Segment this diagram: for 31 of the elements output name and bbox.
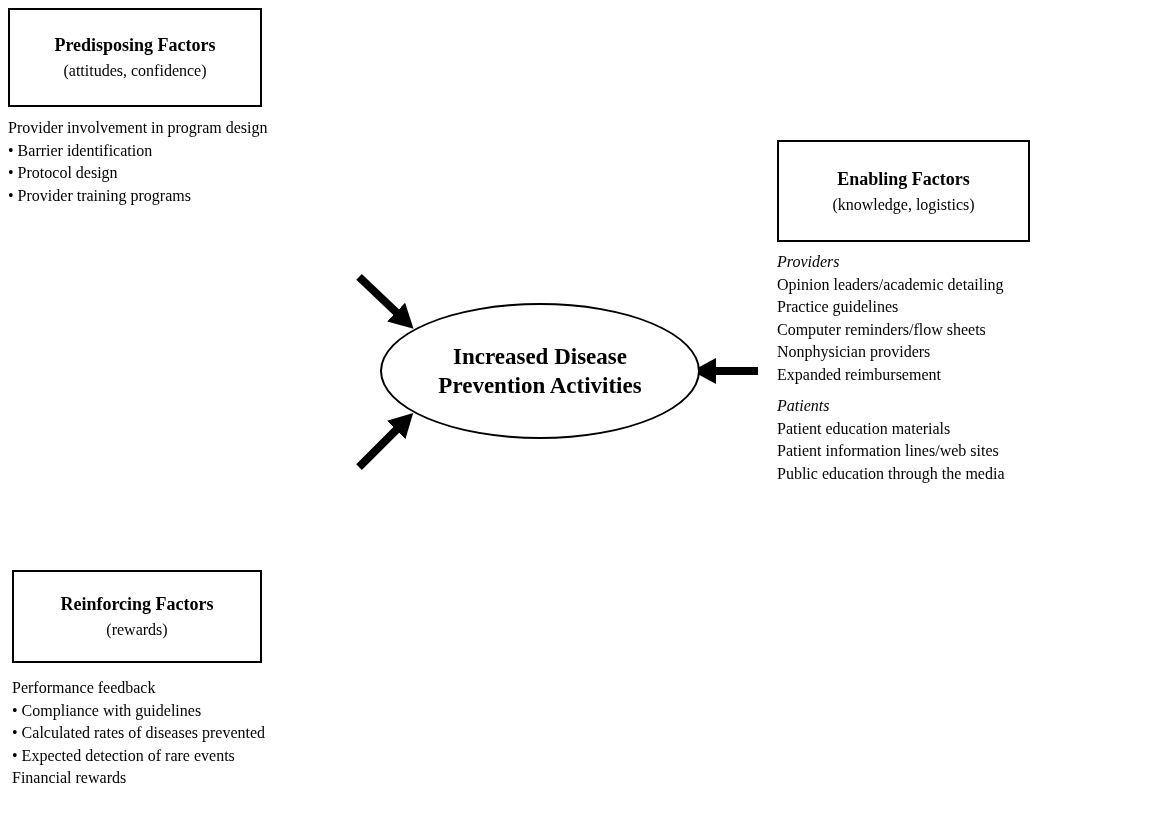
arrow [356,412,414,470]
list-item: Public education through the media [777,463,1005,485]
list-item: • Expected detection of rare events [12,745,236,767]
list-item: • Calculated rates of diseases prevented [12,723,266,744]
list-item: Nonphysician providers [777,342,932,363]
list-item: Financial rewards [12,768,128,788]
box-title: Predisposing Factors [54,34,216,57]
node-title: Increased Disease Prevention Activities [437,343,643,400]
box-title: Enabling Factors [837,167,970,191]
box-subtitle: (attitudes, confidence) [63,61,207,81]
list-item: Patient education materials [777,418,952,439]
list-item: Computer reminders/flow sheets [777,319,987,341]
factor-box [777,140,1030,242]
list-heading: Patients [777,396,831,416]
list-item: • Protocol design [8,163,119,184]
list-item: Patient information lines/web sites [777,441,1000,461]
list-heading: Providers [777,252,841,272]
list-item: • Compliance with guidelines [12,700,203,722]
list-item: Opinion leaders/academic detailing [777,274,1005,296]
factor-box [12,570,262,663]
factor-box [8,8,262,107]
box-title: Reinforcing Factors [60,593,214,616]
list-item: • Provider training programs [8,185,192,207]
list-item: Performance feedback [12,678,157,698]
box-subtitle: (knowledge, logistics) [832,194,975,216]
list-item: Provider involvement in program design [8,118,268,139]
list-item: Practice guidelines [777,297,900,318]
box-subtitle: (rewards) [106,620,168,641]
list-item: • Barrier identification [8,140,154,161]
list-item: Expanded reimbursement [777,364,942,386]
arrow [356,274,414,329]
